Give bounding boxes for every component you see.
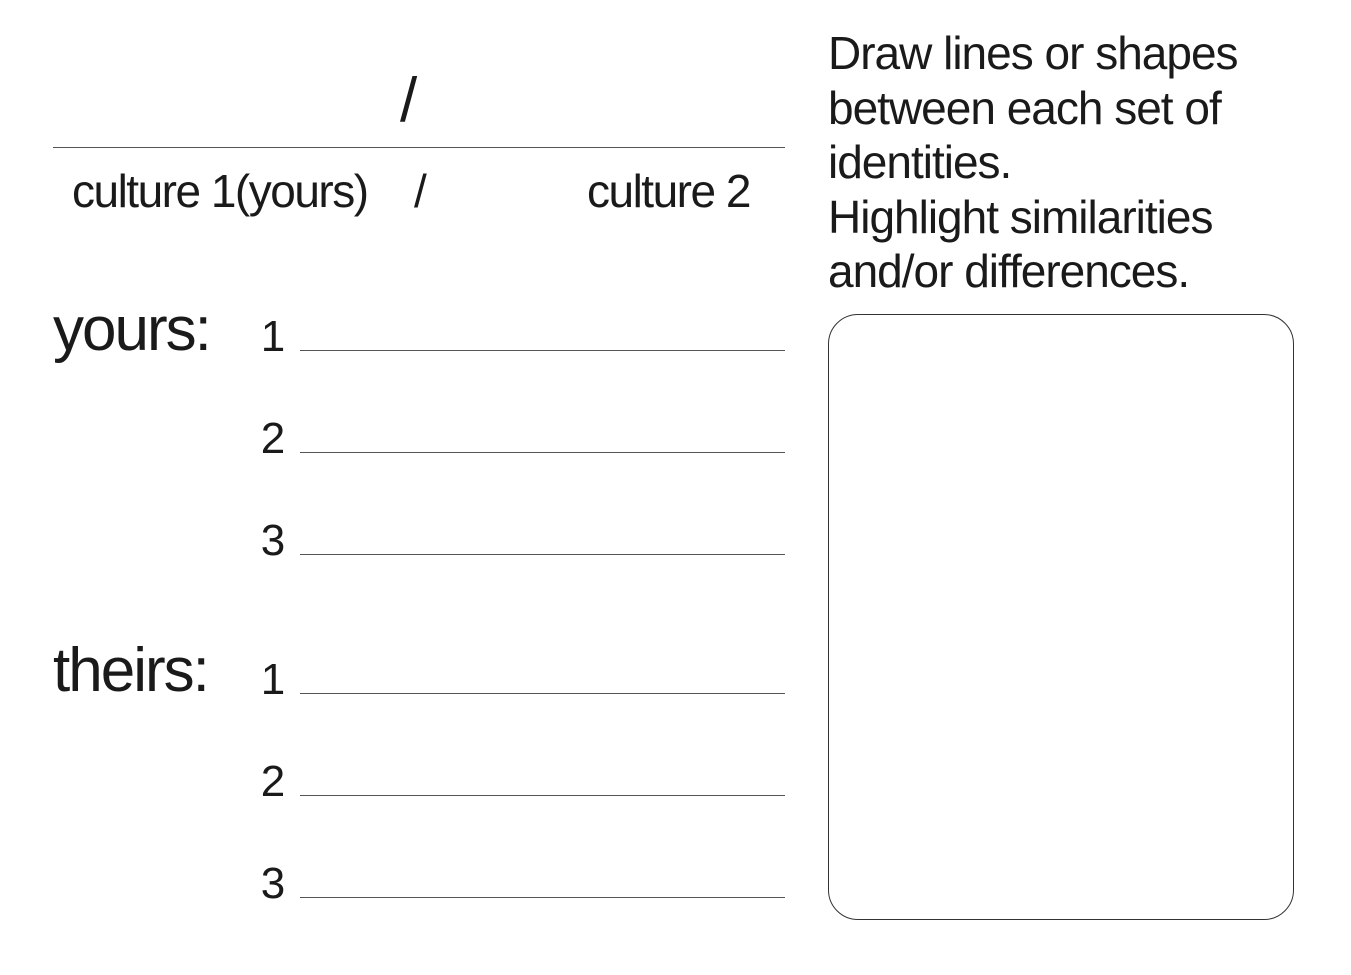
theirs-item-2-line[interactable] — [300, 795, 785, 796]
culture-1-label: culture 1(yours) — [72, 165, 369, 217]
theirs-item-2-number: 2 — [260, 757, 286, 806]
theirs-item-1-number: 1 — [260, 655, 286, 704]
yours-item-3-number: 3 — [260, 516, 286, 565]
culture-name-line[interactable] — [53, 147, 785, 148]
yours-item-1-line[interactable] — [300, 350, 785, 351]
theirs-item-3-line[interactable] — [300, 897, 785, 898]
yours-section-label: yours: — [53, 295, 212, 364]
yours-item-1-number: 1 — [260, 312, 286, 361]
culture-name-slash: / — [400, 66, 418, 135]
yours-item-2-line[interactable] — [300, 452, 785, 453]
yours-item-2-number: 2 — [260, 414, 286, 463]
yours-item-3-line[interactable] — [300, 554, 785, 555]
drawing-area[interactable] — [828, 314, 1294, 920]
culture-separator: / — [414, 165, 427, 217]
theirs-section-label: theirs: — [53, 636, 210, 705]
theirs-item-1-line[interactable] — [300, 693, 785, 694]
theirs-item-3-number: 3 — [260, 859, 286, 908]
instructions-text: Draw lines or shapes between each set of… — [828, 27, 1239, 297]
culture-2-label: culture 2 — [587, 165, 751, 217]
